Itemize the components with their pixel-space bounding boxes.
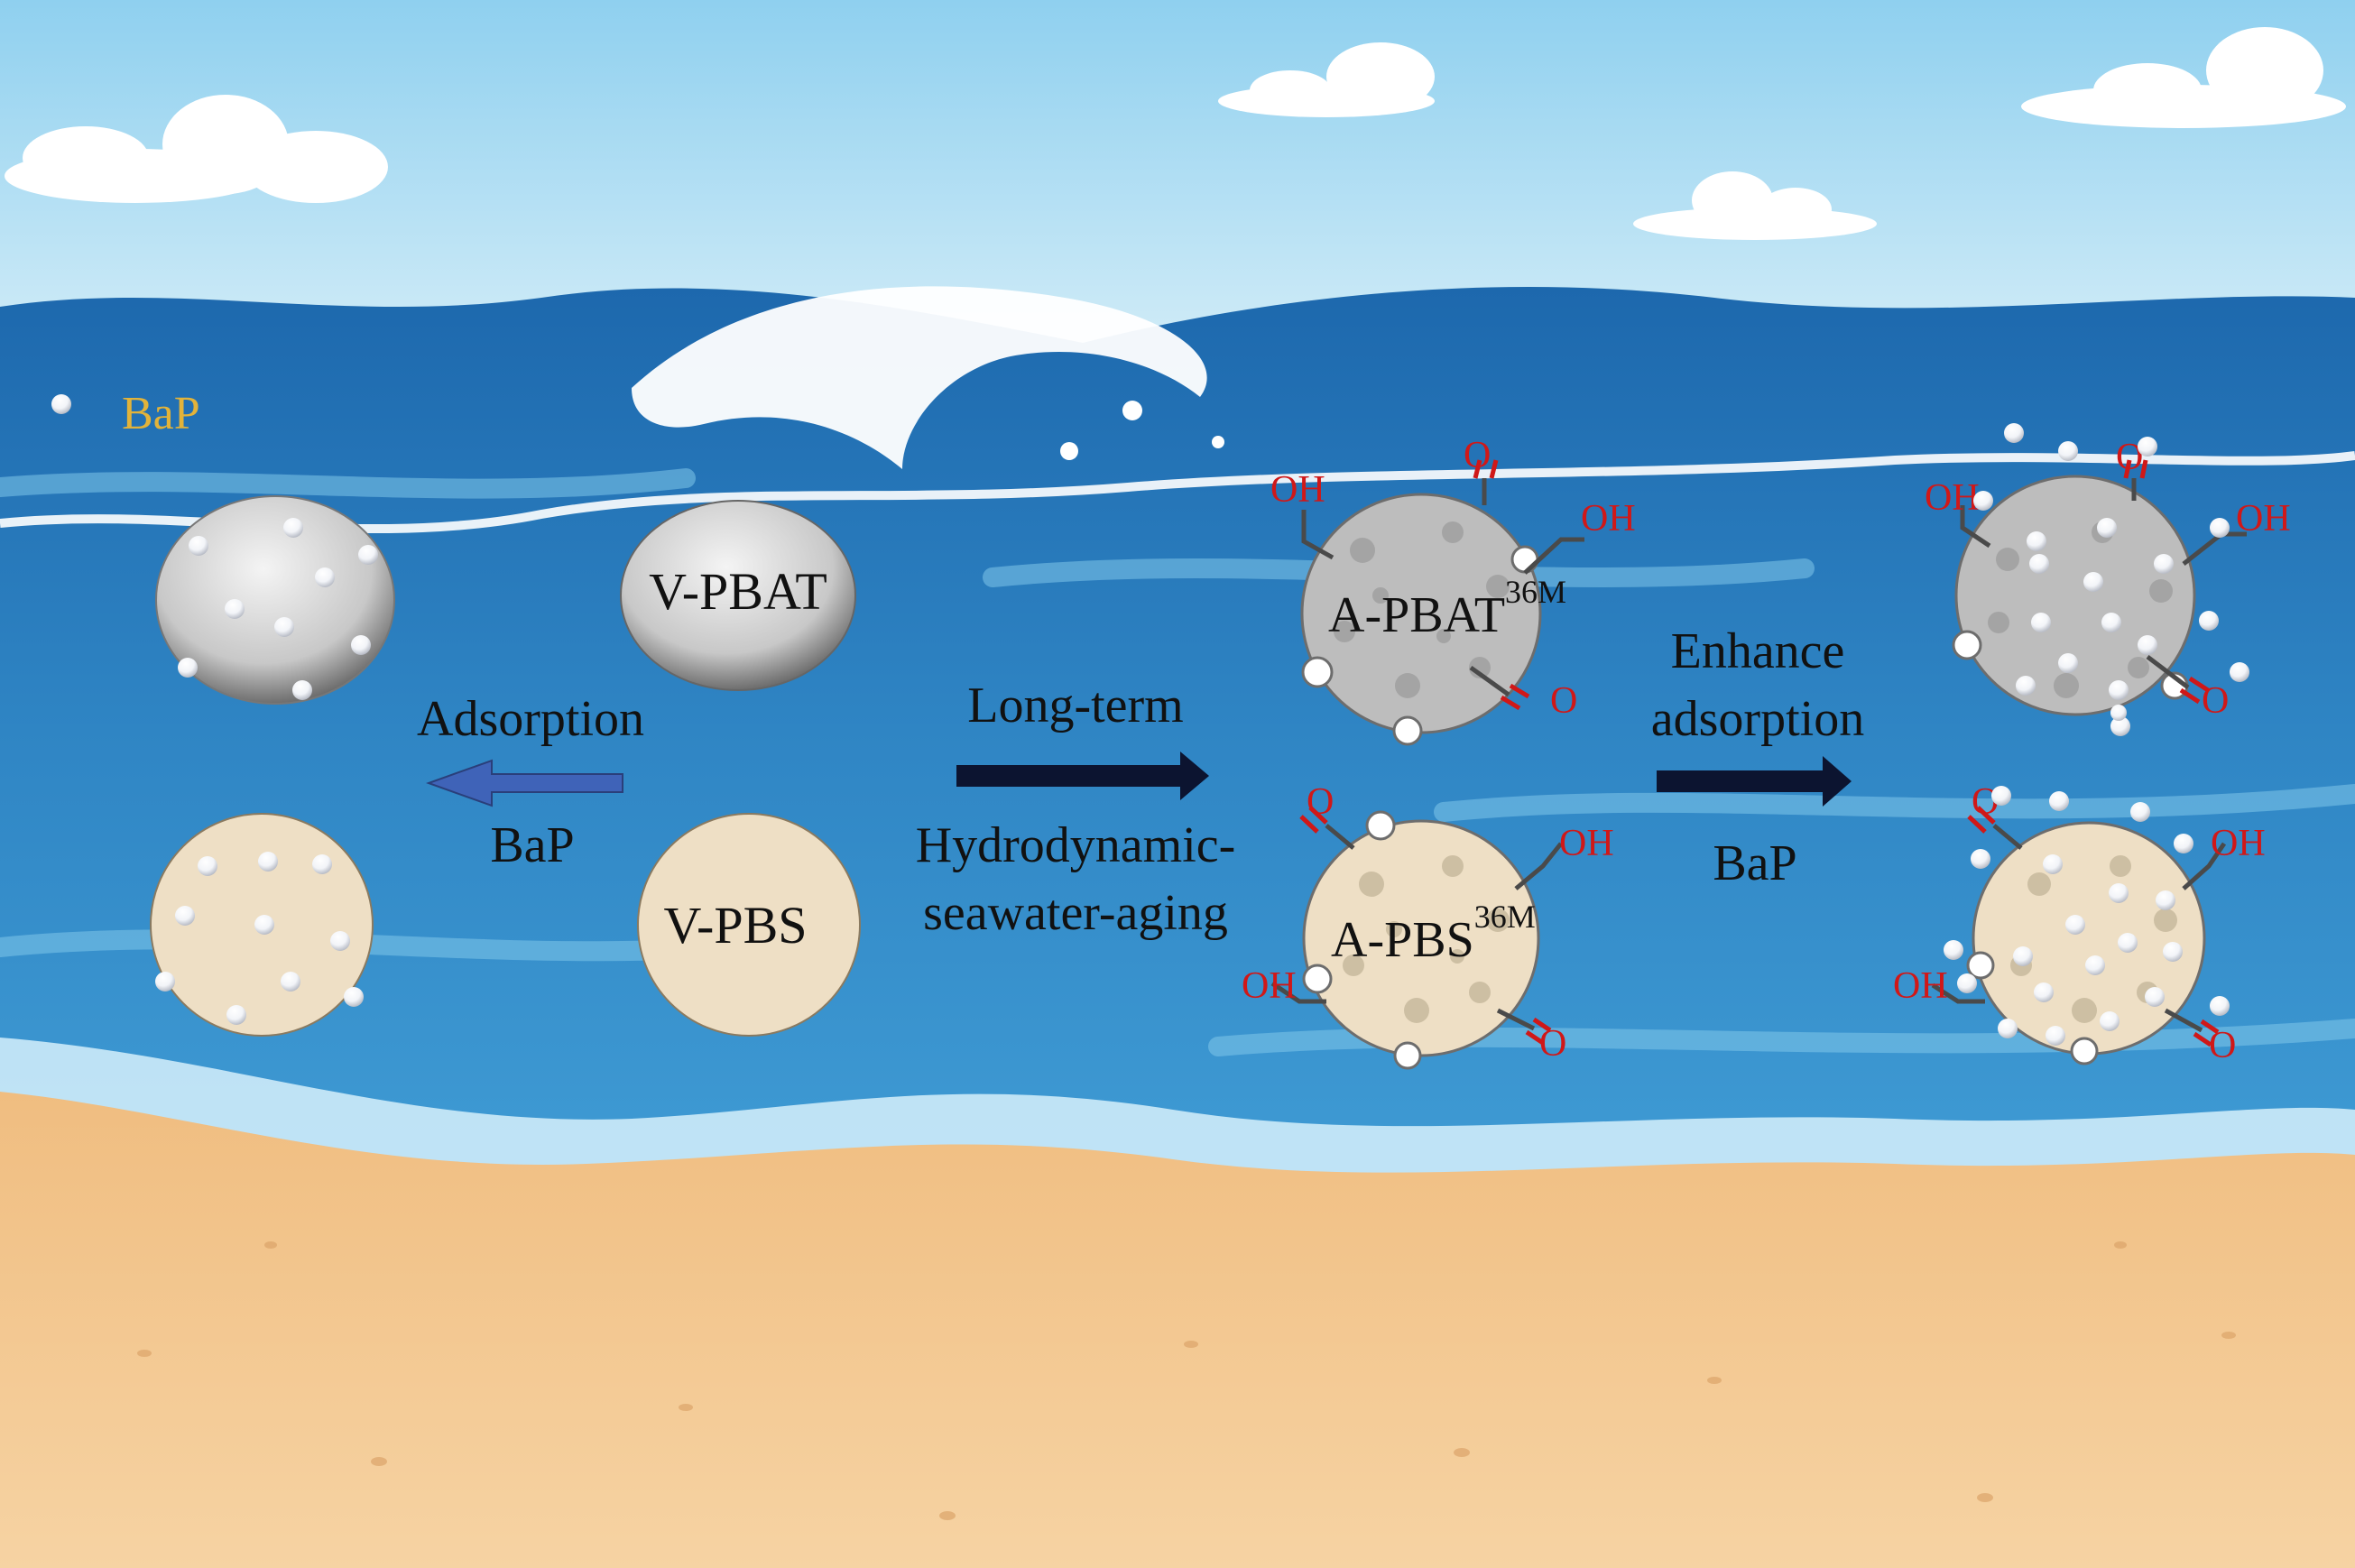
a-pbs-label: A-PBS36M (1331, 899, 1536, 968)
v-pbs-label: V-PBS (663, 896, 807, 955)
adsorption-arrow-icon (426, 759, 623, 807)
wave-line (0, 451, 2355, 533)
a-pbs-oh-right: OH (1559, 823, 1614, 864)
enhance-arrow-icon (1657, 756, 1852, 807)
cloud-right-icon (2021, 27, 2346, 128)
adsorption-label: Adsorption (417, 691, 644, 747)
spray-droplets (1060, 401, 1224, 460)
a-pbat-right-carbonyl-bottom: O (2202, 680, 2229, 722)
aging-arrow-icon (956, 752, 1209, 800)
seawater-aging-label: seawater-aging (923, 885, 1228, 941)
bap-legend-icon (51, 394, 71, 414)
v-pbat-particle (620, 500, 856, 691)
bap-on-pbs-left (155, 852, 364, 1025)
pbat-adsorbed-particle (155, 495, 395, 705)
a-pbat-carbonyl-bottom: O (1550, 680, 1577, 722)
a-pbat-carbonyl-top: O (1464, 435, 1491, 476)
shore-foam (0, 1038, 2355, 1173)
a-pbat-label: A-PBAT36M (1328, 574, 1566, 643)
sand-beach (0, 1092, 2355, 1568)
adsorption-enhance-label: adsorption (1651, 691, 1864, 747)
a-pbs-carbonyl-bottom: O (1539, 1023, 1566, 1065)
a-pbs-right-bonds (1931, 824, 2227, 1033)
enhance-label: Enhance (1671, 623, 1845, 679)
bap-on-a-pbs-right (1944, 786, 2230, 1046)
a-pbs-right-oh-left: OH (1893, 965, 1948, 1007)
a-pbs-bonds (1270, 824, 1563, 1031)
a-pbat-carbonyl-bonds (1473, 459, 1530, 711)
enhance-bap-label: BaP (1713, 835, 1796, 891)
v-pbat-label: V-PBAT (649, 562, 827, 621)
a-pbat-adsorbed-particle (1952, 475, 2196, 716)
v-pbs-particle (637, 813, 861, 1037)
cloud-center-icon (1218, 42, 1435, 117)
a-pbat-oh-left: OH (1270, 469, 1325, 511)
a-pbat-right-carbonyl-bonds (2123, 459, 2210, 705)
bap-legend-label: BaP (122, 388, 200, 439)
cloud-left-icon (5, 95, 388, 203)
a-pbs-right-carbonyl-bottom: O (2209, 1025, 2236, 1066)
bap-on-pbat-left (178, 518, 378, 700)
a-pbat-right-oh-left: OH (1925, 477, 1980, 519)
a-pbs-right-carbonyl-bonds (1967, 806, 2220, 1047)
a-pbs-carbonyl-bonds (1299, 806, 1552, 1046)
sand-dots (137, 1241, 2236, 1520)
long-term-label: Long-term (967, 678, 1183, 733)
a-pbs-right-oh-right: OH (2211, 823, 2266, 864)
a-pbs-particle (1302, 810, 1540, 1070)
a-pbat-right-oh-right: OH (2236, 498, 2291, 540)
cloud-small-icon (1633, 171, 1877, 240)
hydrodynamic-label: Hydrodynamic- (916, 817, 1236, 873)
wave-crest (632, 286, 1207, 469)
a-pbs-oh-left: OH (1242, 965, 1297, 1007)
adsorption-bap-label: BaP (490, 817, 574, 873)
bap-on-a-pbat-right (1973, 423, 2249, 736)
a-pbat-oh-right: OH (1581, 498, 1636, 540)
a-pbs-carbonyl-top: O (1307, 781, 1334, 823)
a-pbat-bonds (1301, 478, 1584, 697)
